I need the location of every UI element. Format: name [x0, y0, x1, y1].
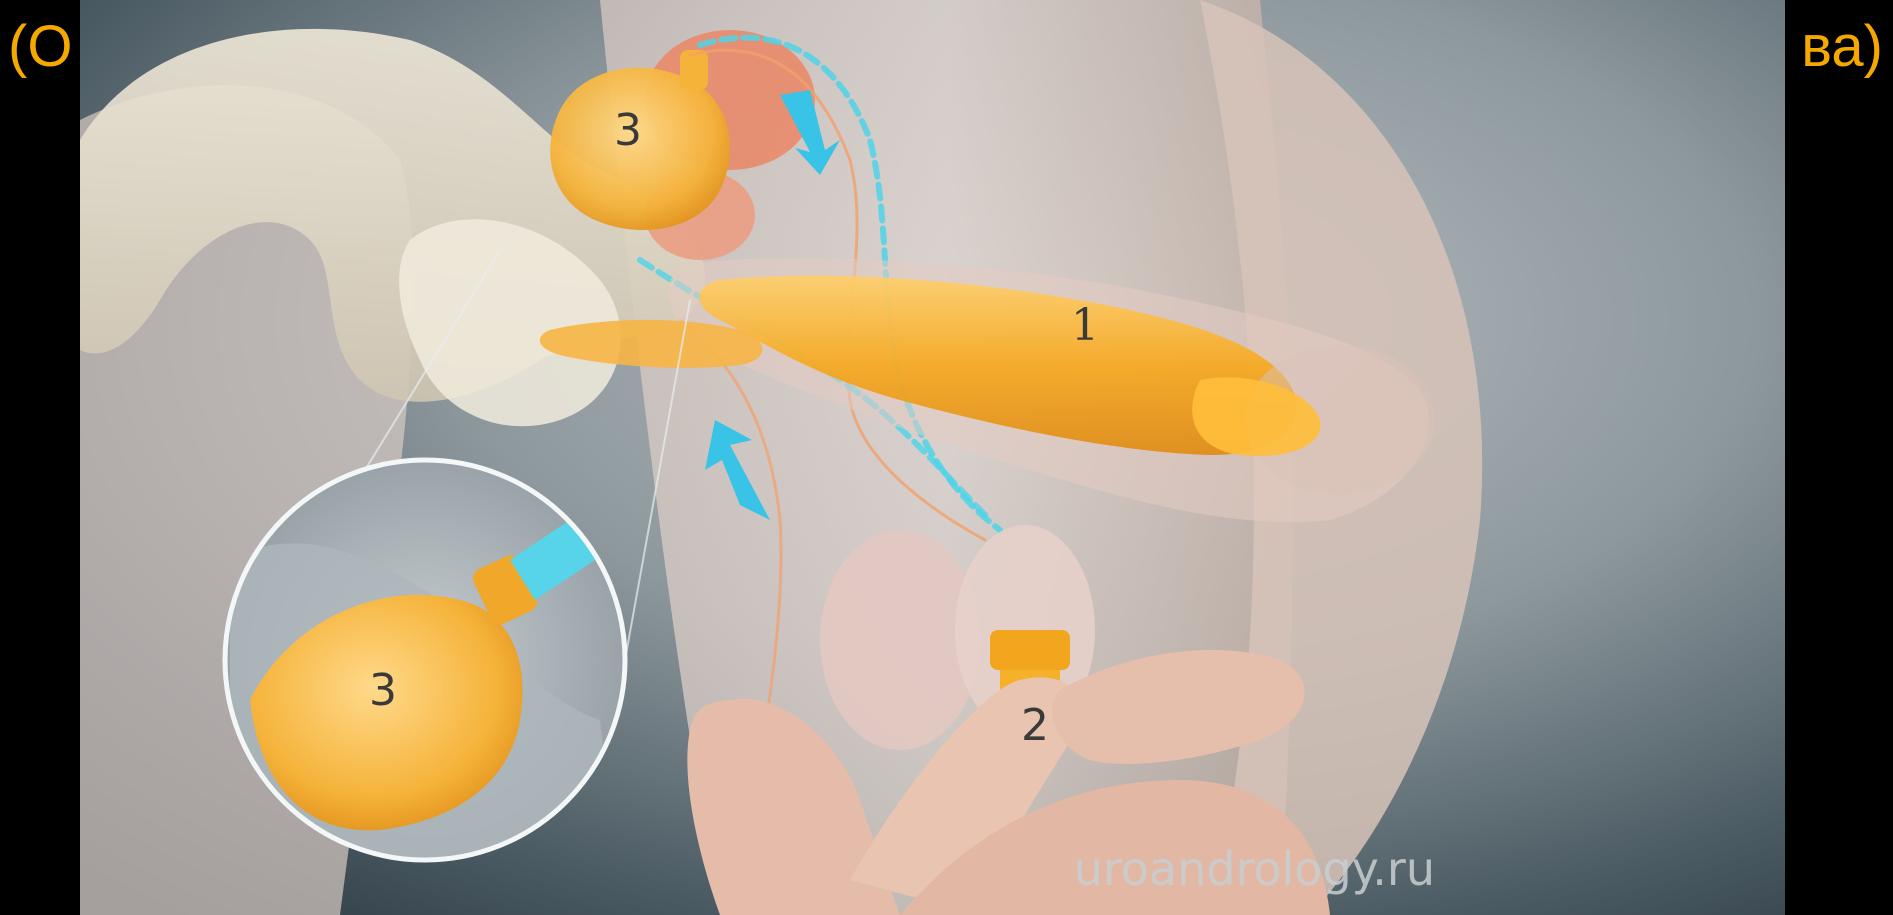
penile-implant-illustration: 3 1 2 3 uroandrology.ru: [80, 0, 1785, 915]
slide-title-right-fragment: ва): [1801, 18, 1883, 76]
label-cylinder: 1: [1071, 300, 1099, 351]
label-pump: 2: [1021, 700, 1049, 751]
watermark-text: uroandrology.ru: [1074, 842, 1435, 896]
reservoir-connector: [680, 50, 708, 90]
label-reservoir-inset: 3: [369, 665, 397, 716]
slide-title-left-fragment: (О: [8, 18, 72, 76]
label-reservoir: 3: [614, 105, 642, 156]
